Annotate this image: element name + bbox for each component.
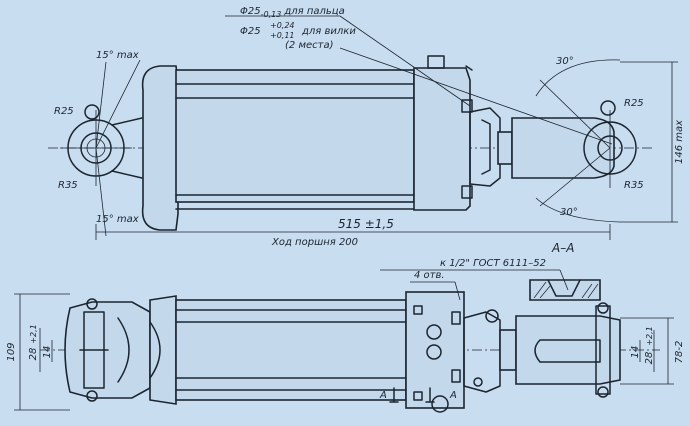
right-slot: 28: [644, 352, 655, 365]
section-title: А–А: [551, 241, 574, 255]
bottom-view-annotations: А–А к 1/2" ГОСТ 6111–52 4 отв. А А 109 2…: [6, 241, 685, 401]
right-slot-tol: +2,1: [645, 326, 654, 345]
right-outer: 78-2: [674, 341, 685, 364]
section-marker-right: А: [449, 390, 457, 401]
left-slot: 28: [28, 348, 39, 361]
angle-top-right: 30°: [556, 56, 574, 67]
section-marker-left: А: [379, 390, 387, 401]
thread-note: к 1/2" ГОСТ 6111–52: [440, 258, 546, 269]
r25-left: R25: [54, 106, 74, 117]
r25-right: R25: [624, 98, 644, 109]
left-inner: 14: [42, 346, 53, 359]
valve-block: [469, 107, 501, 187]
stroke-dim: Ход поршня 200: [271, 237, 358, 248]
right-inner: 14: [630, 346, 641, 359]
overall-width: 109: [6, 342, 17, 361]
note-fork-tol-upper: +0,24: [270, 21, 295, 30]
left-end-cap: [141, 65, 179, 231]
angle-top-left: 15° max: [96, 50, 139, 61]
note-fork-hole: Φ25: [240, 26, 261, 37]
cylinder-tube: [175, 69, 415, 203]
note-fork-tol-lower: +0,11: [270, 31, 295, 40]
holes-note: 4 отв.: [414, 270, 445, 281]
length-dim: 515 ±1,5: [338, 217, 394, 231]
note-places: (2 места): [285, 40, 334, 51]
right-grease-nipple: [600, 100, 616, 116]
note-fork-suffix: для вилки: [301, 26, 356, 37]
height-max: 146 max: [674, 120, 685, 164]
piston-rod: [497, 131, 513, 165]
section-a-a: [380, 269, 601, 301]
angle-bottom-left: 15° max: [96, 214, 139, 225]
r35-left: R35: [58, 180, 78, 191]
bottom-view: [14, 291, 674, 413]
r35-right: R35: [624, 180, 644, 191]
left-slot-tol: +2,1: [29, 324, 38, 343]
left-grease-nipple: [84, 104, 100, 120]
right-head: [413, 67, 471, 211]
angle-bottom-right: 30°: [560, 207, 578, 218]
top-view: [48, 15, 678, 240]
right-rod-end: [515, 315, 621, 385]
